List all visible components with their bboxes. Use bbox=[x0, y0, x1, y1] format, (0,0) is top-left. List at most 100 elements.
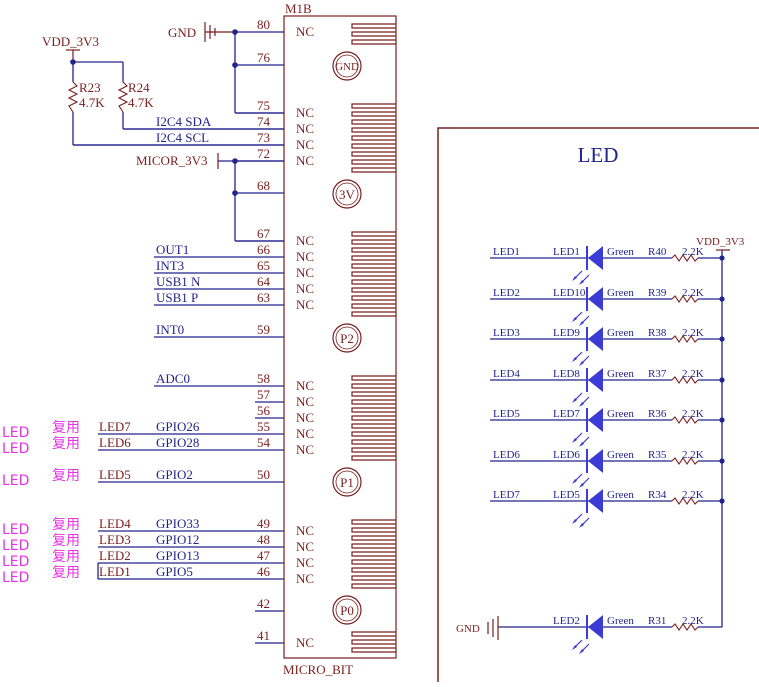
connector-bar bbox=[351, 103, 396, 109]
pin-number: 64 bbox=[257, 274, 271, 289]
reuse-prefix: LED bbox=[2, 538, 29, 554]
pin-number: 41 bbox=[257, 628, 270, 643]
led-resistor bbox=[671, 497, 699, 505]
led-ref: LED6 bbox=[553, 449, 580, 461]
led-res-ref: R39 bbox=[648, 287, 667, 299]
pin-nc: NC bbox=[296, 105, 314, 120]
gnd-bus bbox=[234, 32, 284, 114]
pin-number: 42 bbox=[257, 596, 270, 611]
led-diode-icon bbox=[588, 489, 603, 513]
module-name: MICRO_BIT bbox=[283, 662, 353, 677]
led-color: Green bbox=[607, 327, 634, 339]
led-res-ref: R36 bbox=[648, 408, 667, 420]
led-resistor bbox=[671, 254, 699, 262]
pin-nc: NC bbox=[296, 523, 314, 538]
net-label: ADC0 bbox=[156, 371, 190, 386]
junction bbox=[719, 458, 725, 464]
led-res-ref: R35 bbox=[648, 449, 667, 461]
led-res-value: 2.2K bbox=[682, 615, 704, 627]
svg-text:P0: P0 bbox=[340, 603, 354, 618]
led-resistor bbox=[671, 376, 699, 384]
connector-bar bbox=[351, 23, 396, 29]
led-res-value: 2.2K bbox=[682, 246, 704, 258]
net-label: I2C4 SCL bbox=[156, 130, 209, 145]
led-diode-icon bbox=[588, 327, 603, 351]
led-emission-arrow bbox=[579, 280, 584, 285]
pin-nc: NC bbox=[296, 281, 314, 296]
led-emission-arrow bbox=[579, 523, 584, 528]
connector-bar bbox=[351, 535, 396, 541]
net-label: GPIO26 bbox=[156, 419, 200, 434]
svg-text:P1: P1 bbox=[340, 475, 354, 490]
junction bbox=[719, 296, 725, 302]
led-diode-icon bbox=[588, 408, 603, 432]
pin-number: 65 bbox=[257, 258, 270, 273]
led-net-label: LED1 bbox=[493, 246, 520, 258]
pad-p2: P2 bbox=[332, 323, 362, 353]
svg-text:3V: 3V bbox=[339, 187, 356, 202]
led-gnd-symbol bbox=[487, 616, 499, 640]
pin-number: 66 bbox=[257, 242, 271, 257]
pin-number: 63 bbox=[257, 290, 270, 305]
pin-number: 48 bbox=[257, 532, 270, 547]
connector-bar bbox=[351, 271, 396, 277]
connector-bar bbox=[351, 159, 396, 165]
led-emission-arrow bbox=[579, 483, 584, 488]
connector-bar bbox=[351, 551, 396, 557]
pin-nc: NC bbox=[296, 153, 314, 168]
pin-nc: NC bbox=[296, 121, 314, 136]
net-label: I2C4 SDA bbox=[156, 114, 212, 129]
connector-bar bbox=[351, 143, 396, 149]
net-label: USB1 P bbox=[156, 290, 198, 305]
pin-number: 75 bbox=[257, 98, 270, 113]
led-emission-arrow bbox=[572, 438, 577, 443]
connector-bar bbox=[351, 431, 396, 437]
reuse-word: 复用 bbox=[52, 516, 80, 533]
led-res-value: 2.2K bbox=[682, 489, 704, 501]
led-resistor bbox=[671, 623, 699, 631]
junction bbox=[232, 158, 238, 164]
svg-text:P2: P2 bbox=[340, 331, 354, 346]
pin-nc: NC bbox=[296, 249, 314, 264]
connector-bar bbox=[351, 255, 396, 261]
junction bbox=[232, 190, 238, 196]
connector-bar bbox=[351, 423, 396, 429]
connector-bar bbox=[351, 527, 396, 533]
pin-number: 47 bbox=[257, 548, 271, 563]
pin-nc: NC bbox=[296, 394, 314, 409]
led-ref: LED10 bbox=[553, 287, 586, 299]
led-res-value: 2.2K bbox=[682, 408, 704, 420]
led-emission-arrow bbox=[579, 321, 584, 326]
reuse-led: LED7 bbox=[99, 419, 131, 434]
led-net-label: LED2 bbox=[493, 287, 520, 299]
pin-nc: NC bbox=[296, 265, 314, 280]
reuse-led: LED6 bbox=[99, 435, 131, 450]
reuse-word: 复用 bbox=[52, 548, 80, 565]
reuse-prefix: LED bbox=[2, 554, 29, 570]
module-ref: M1B bbox=[285, 1, 312, 16]
led-res-ref: R38 bbox=[648, 327, 667, 339]
reuse-prefix: LED bbox=[2, 441, 29, 457]
pin-number: 76 bbox=[257, 50, 271, 65]
connector-bar bbox=[351, 247, 396, 253]
connector-bar bbox=[351, 263, 396, 269]
reuse-word: 复用 bbox=[52, 467, 80, 484]
connector-bar bbox=[351, 167, 396, 173]
